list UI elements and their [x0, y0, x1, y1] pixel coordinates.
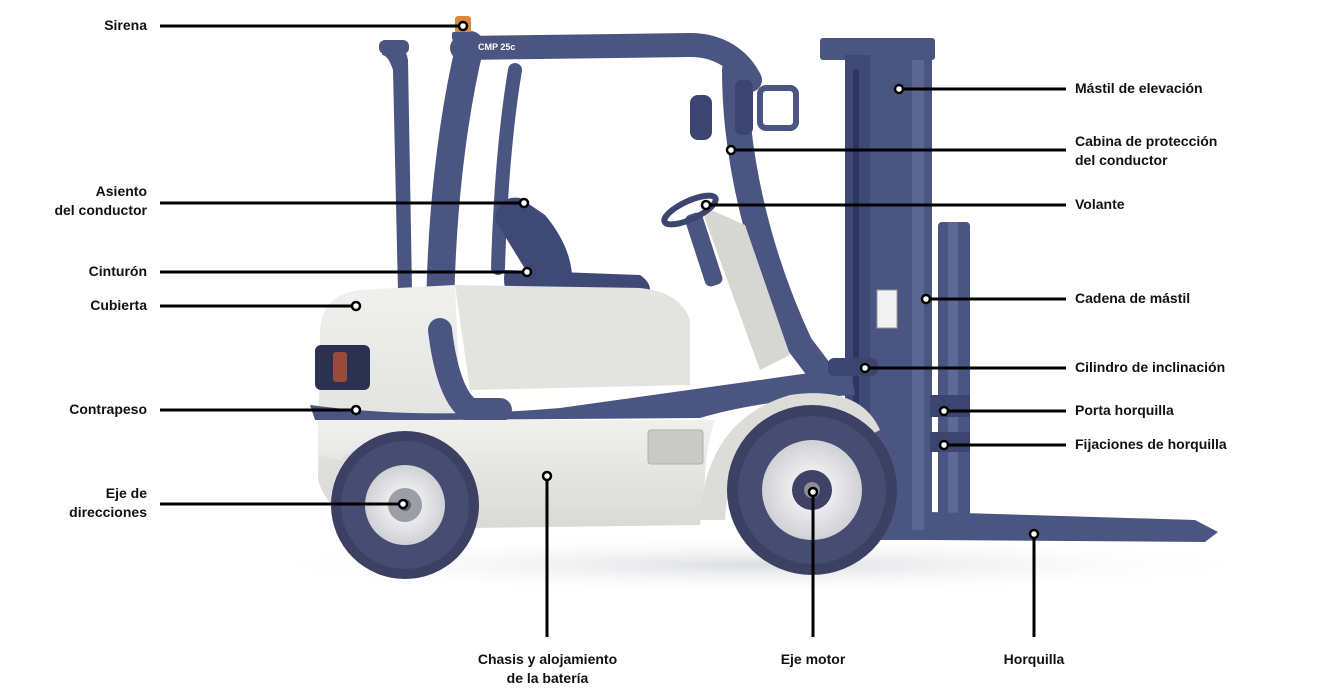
label-cabina-line2: del conductor	[1075, 152, 1168, 168]
label-cinturon: Cinturón	[88, 263, 147, 279]
label-chasis-line1: Chasis y alojamiento	[477, 651, 618, 667]
label-horquilla: Horquilla	[1003, 651, 1065, 667]
label-eje-dir-line2: direcciones	[69, 504, 147, 520]
label-eje-dir-line1: Eje de	[105, 485, 147, 501]
exhaust-pipe	[379, 40, 412, 292]
label-sirena: Sirena	[104, 17, 147, 33]
label-eje-direcciones: Eje de direcciones	[69, 484, 147, 522]
label-contrapeso: Contrapeso	[69, 401, 147, 417]
label-eje-motor: Eje motor	[780, 651, 846, 667]
fork-carriage	[930, 222, 970, 540]
label-chasis: Chasis y alojamiento de la batería	[440, 650, 655, 688]
engine-cover	[455, 285, 690, 390]
label-cilindro: Cilindro de inclinación	[1075, 359, 1226, 375]
control-levers	[690, 80, 799, 140]
steering-column	[661, 192, 790, 370]
model-badge: CMP 25c	[478, 42, 515, 52]
label-cabina: Cabina de protección del conductor	[1075, 132, 1217, 170]
fork-blade	[930, 512, 1218, 542]
label-volante: Volante	[1075, 196, 1125, 212]
label-cabina-line1: Cabina de protección	[1075, 133, 1218, 149]
label-asiento-line1: Asiento	[95, 183, 147, 199]
label-mastil: Mástil de elevación	[1075, 80, 1203, 96]
label-asiento-line2: del conductor	[54, 202, 147, 218]
label-fijaciones: Fijaciones de horquilla	[1075, 436, 1227, 452]
label-cubierta: Cubierta	[90, 297, 147, 313]
label-asiento-conductor: Asiento del conductor	[54, 182, 147, 220]
chassis-body	[318, 420, 715, 528]
leader-lines	[160, 24, 1066, 637]
label-chasis-line2: de la batería	[506, 670, 589, 686]
ground-shadow	[240, 535, 1280, 595]
body-rail	[310, 368, 855, 420]
label-porta-horquilla: Porta horquilla	[1075, 402, 1174, 418]
label-cadena: Cadena de mástil	[1075, 290, 1191, 306]
front-fender	[700, 393, 880, 520]
leader-dots	[350, 20, 1040, 540]
